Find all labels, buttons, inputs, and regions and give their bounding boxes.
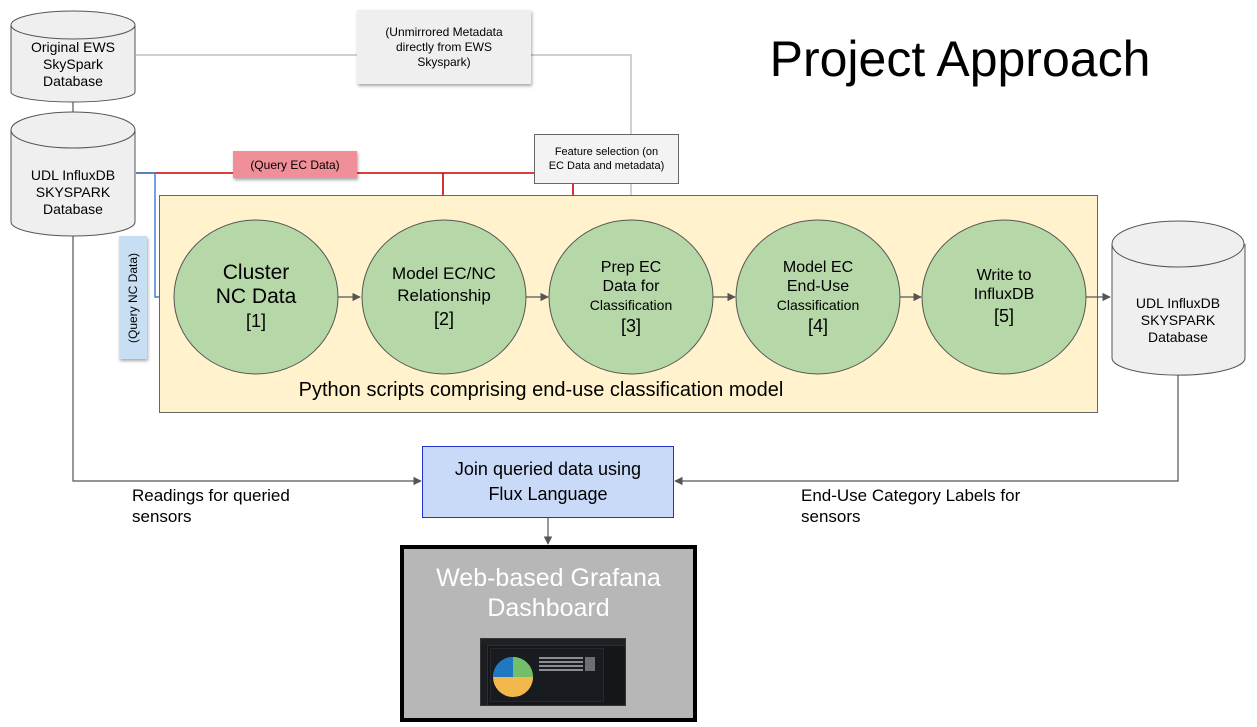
note-line: directly from EWS (395, 39, 492, 54)
step-line: Model EC/NC (392, 264, 496, 283)
original-ews-database[interactable] (10, 10, 136, 103)
flow-label-line: sensors (132, 507, 192, 526)
join-line: Join queried data using (454, 459, 642, 479)
query-ec-label: (Query EC Data) (233, 151, 357, 178)
step-number: [1] (245, 311, 266, 331)
note-line: (Unmirrored Metadata (385, 24, 503, 39)
feature-selection-note: Feature selection (on EC Data and metada… (534, 134, 679, 184)
step-line: End-Use (786, 278, 850, 295)
grafana-title: Web-based Grafana Dashboard (404, 563, 693, 623)
unmirrored-metadata-note: (Unmirrored Metadata directly from EWS S… (357, 10, 531, 84)
udl-source-label: UDL InfluxDB SKYSPARK Database (14, 164, 132, 220)
step-line: Write to (976, 267, 1032, 284)
step-1-label: Cluster NC Data [1] (180, 250, 332, 344)
db-label-line: Database (1148, 328, 1208, 345)
db-label-line: Database (43, 72, 103, 89)
step-2-label: Model EC/NC Relationship [2] (368, 252, 520, 342)
flow-label-line: Readings for queried (132, 486, 290, 505)
original-ews-label: Original EWS SkySpark Database (14, 38, 132, 90)
udl-source-database[interactable] (10, 111, 136, 237)
readings-label: Readings for queried sensors (132, 485, 372, 527)
step-number: [2] (433, 309, 454, 329)
query-nc-label: (Query NC Data) (119, 236, 147, 359)
page-title: Project Approach (769, 31, 1151, 87)
thumbnail-legend-row (539, 669, 583, 671)
python-scripts-caption: Python scripts comprising end-use classi… (298, 379, 784, 401)
step-number: [4] (807, 316, 828, 336)
thumbnail-pie-chart (493, 657, 533, 697)
grafana-line: Web-based Grafana (436, 564, 661, 592)
thumbnail-legend-row (539, 665, 583, 667)
end-use-labels-label: End-Use Category Labels for sensors (801, 485, 1081, 527)
grafana-dashboard-box[interactable]: Web-based Grafana Dashboard (400, 545, 697, 722)
thumbnail-legend-row (539, 657, 583, 659)
db-label-line: Database (43, 200, 103, 217)
step-number: [5] (993, 306, 1014, 326)
labels-connector (674, 374, 1179, 486)
join-box[interactable]: Join queried data using Flux Language (422, 446, 674, 518)
step-line: Data for (602, 278, 660, 295)
db-label-line: SKYSPARK (1140, 311, 1216, 328)
db-label-line: Original EWS (30, 38, 116, 55)
note-line: Feature selection (on (554, 146, 659, 158)
note-line: Skyspark) (417, 54, 471, 69)
thumbnail-sidebar (481, 645, 488, 705)
thumbnail-legend-row (539, 661, 583, 663)
readings-connector (72, 236, 422, 486)
db-label-line: SkySpark (43, 55, 103, 72)
query-nc-text: (Query NC Data) (126, 252, 140, 343)
thumbnail-topbar (481, 639, 625, 646)
step-line: Model EC (782, 259, 854, 276)
step-5-label: Write to InfluxDB [5] (928, 264, 1080, 330)
note-line: EC Data and metadata) (548, 160, 665, 172)
udl-output-label: UDL InfluxDB SKYSPARK Database (1114, 292, 1242, 348)
step-line: Relationship (397, 286, 491, 305)
flow-label-line: sensors (801, 507, 861, 526)
step-line: Cluster (222, 261, 290, 284)
dashboard-thumbnail (480, 638, 626, 706)
join-line: Flux Language (488, 484, 608, 504)
step-sub: Classification (776, 297, 860, 313)
db-label-line: UDL InfluxDB (1135, 294, 1221, 311)
db-label-line: SKYSPARK (35, 183, 111, 200)
thumbnail-legend-values (585, 657, 595, 671)
step-line: InfluxDB (973, 286, 1035, 303)
udl-output-database[interactable] (1111, 220, 1246, 376)
flow-label-line: End-Use Category Labels for (801, 486, 1021, 505)
step-sub: Classification (589, 297, 673, 313)
step-3-label: Prep EC Data for Classification [3] (555, 254, 707, 342)
step-line: NC Data (215, 285, 297, 308)
step-number: [3] (620, 316, 641, 336)
grafana-line: Dashboard (487, 594, 610, 622)
step-4-label: Model EC End-Use Classification [4] (742, 254, 894, 342)
db-label-line: UDL InfluxDB (30, 166, 116, 183)
step-line: Prep EC (600, 259, 662, 276)
